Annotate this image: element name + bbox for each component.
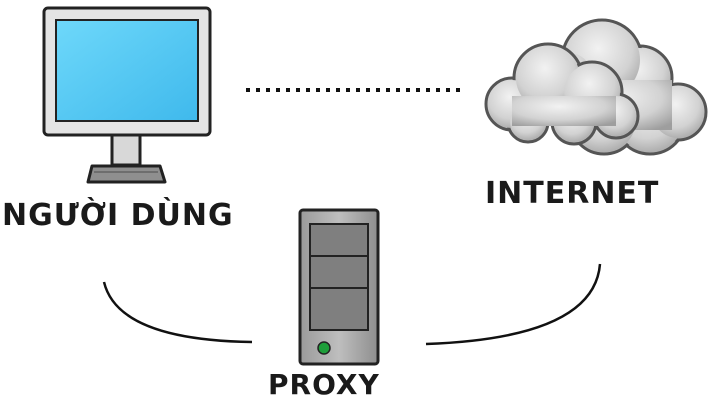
proxy-label: PROXY	[268, 368, 380, 401]
user-to-proxy-connector	[102, 281, 253, 344]
server-tower-icon	[298, 208, 380, 366]
internet-label: INTERNET	[485, 176, 660, 211]
user-label: NGƯỜI DÙNG	[2, 198, 234, 233]
internet-to-proxy-connector	[425, 263, 602, 346]
computer-monitor-icon	[42, 6, 212, 184]
power-led-icon	[317, 341, 331, 355]
cloud-icon	[484, 18, 708, 156]
